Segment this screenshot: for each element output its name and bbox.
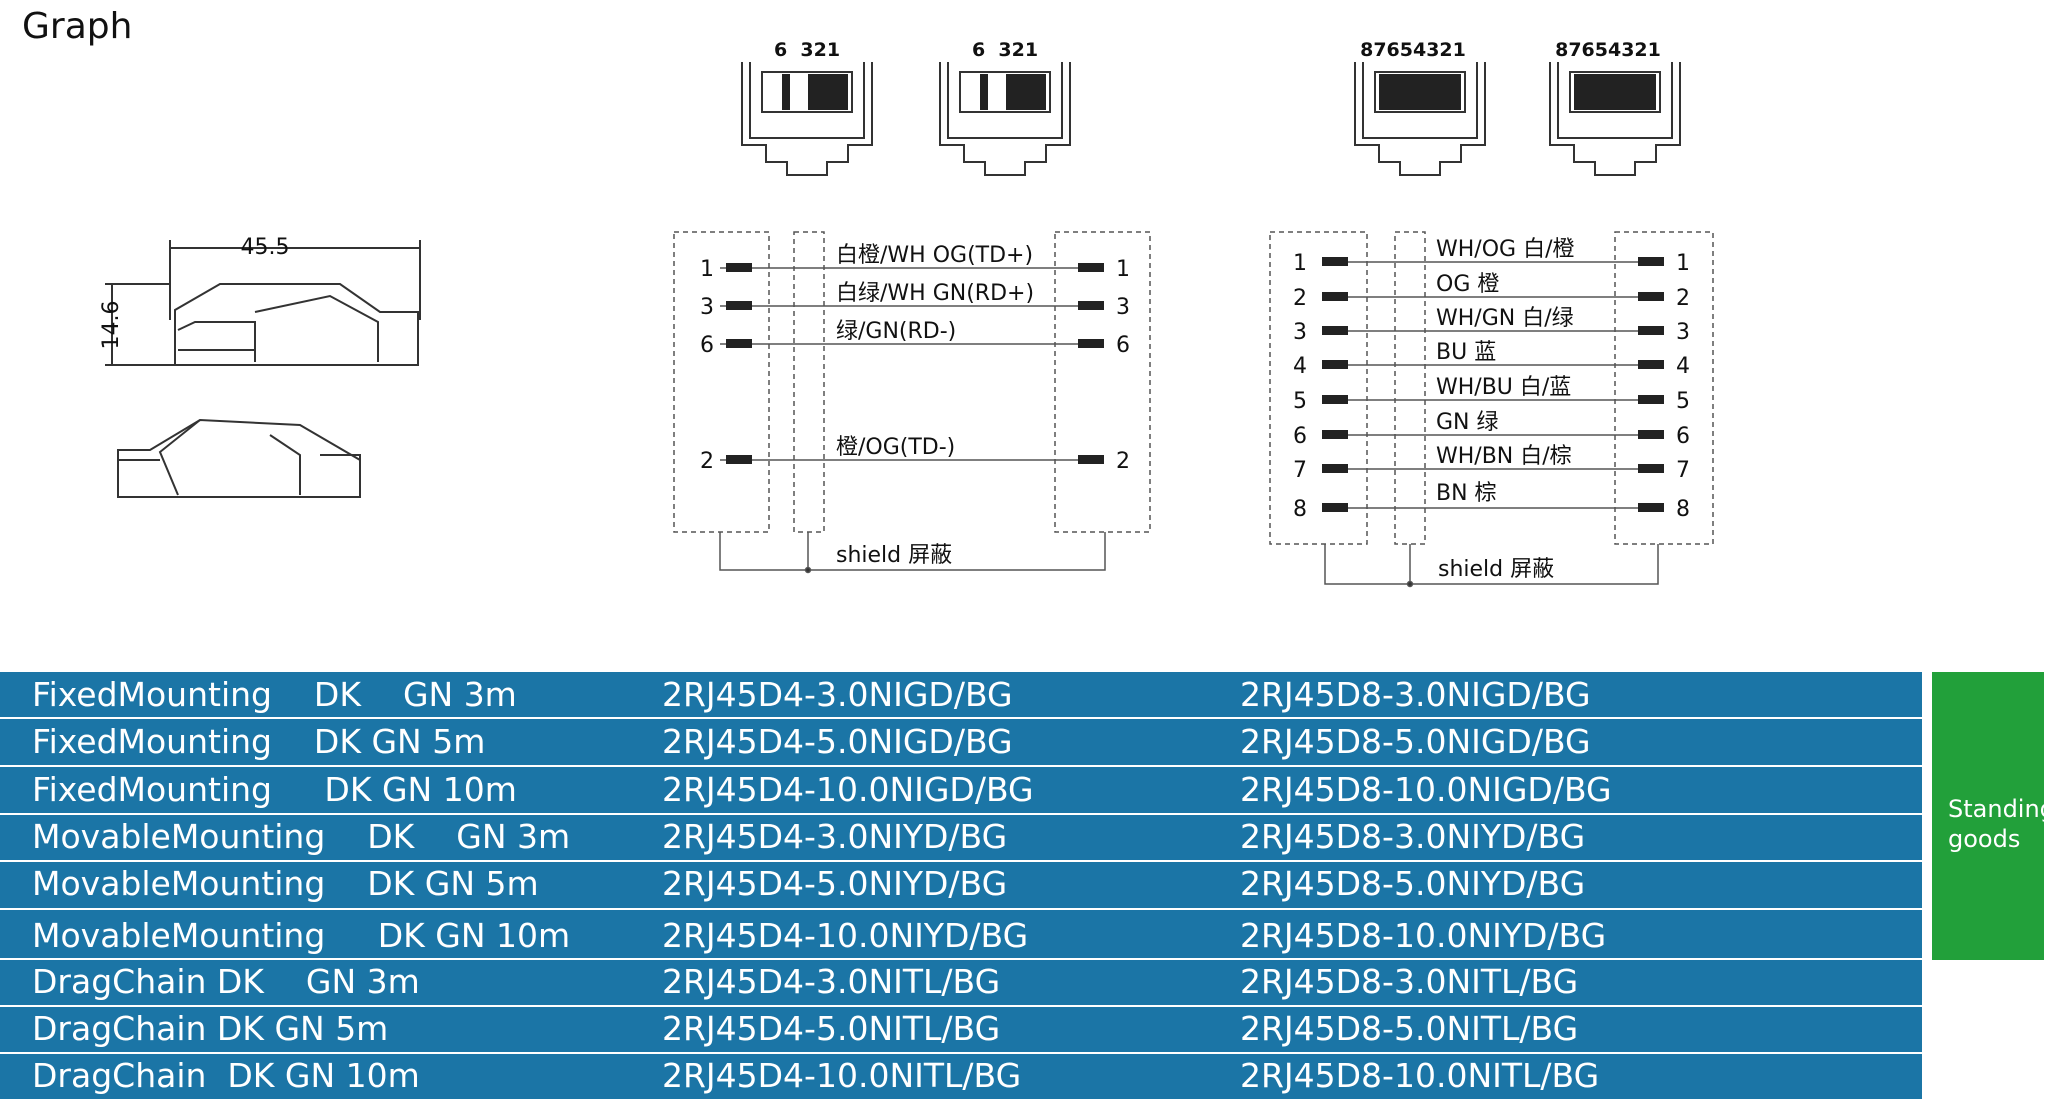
cell-d4-code: 2RJ45D4-5.0NIGD/BG	[662, 722, 1013, 761]
page-title: Graph	[22, 6, 133, 47]
cell-d8-code: 2RJ45D8-5.0NIYD/BG	[1240, 864, 1586, 903]
cell-d8-code: 2RJ45D8-5.0NITL/BG	[1240, 1009, 1579, 1048]
connector-label: 6 321	[972, 39, 1038, 61]
table-row: FixedMounting DK GN 10m 2RJ45D4-10.0NIGD…	[0, 767, 1922, 813]
wire-label: GN 绿	[1436, 410, 1499, 435]
wire-label: WH/OG 白/橙	[1436, 237, 1574, 262]
wire-label: 白橙/WH OG(TD+)	[836, 243, 1033, 268]
cell-d4-code: 2RJ45D4-3.0NIYD/BG	[662, 817, 1008, 856]
wire-label: 橙/OG(TD-)	[836, 435, 955, 460]
cell-description: FixedMounting DK GN 10m	[32, 770, 517, 809]
cell-description: DragChain DK GN 10m	[32, 1056, 420, 1095]
cell-description: MovableMounting DK GN 10m	[32, 916, 571, 955]
wiring-d8	[1269, 231, 1714, 588]
cell-d8-code: 2RJ45D8-10.0NIYD/BG	[1240, 916, 1607, 955]
pin-label: 3	[1676, 320, 1690, 345]
pin-label: 5	[1676, 389, 1690, 414]
table-row: FixedMounting DK GN 5m 2RJ45D4-5.0NIGD/B…	[0, 719, 1922, 765]
shield-label: shield 屏蔽	[836, 543, 952, 568]
pin-label: 1	[1116, 257, 1130, 282]
pin-label: 1	[1293, 251, 1307, 276]
cell-d4-code: 2RJ45D4-5.0NIYD/BG	[662, 864, 1008, 903]
pin-label: 3	[1116, 295, 1130, 320]
connector-label: 87654321	[1360, 39, 1466, 61]
table-row: DragChain DK GN 10m 2RJ45D4-10.0NITL/BG …	[0, 1054, 1922, 1099]
wiring-d4-pin-bars	[726, 263, 1104, 464]
connector-label: 6 321	[774, 39, 840, 61]
cell-description: DragChain DK GN 5m	[32, 1009, 389, 1048]
pin-label: 4	[1676, 354, 1690, 379]
cell-d8-code: 2RJ45D8-10.0NITL/BG	[1240, 1056, 1600, 1095]
table-row: DragChain DK GN 3m 2RJ45D4-3.0NITL/BG 2R…	[0, 960, 1922, 1005]
connector-face-views	[741, 62, 1681, 176]
shield-label: shield 屏蔽	[1438, 557, 1554, 582]
cell-d8-code: 2RJ45D8-3.0NIYD/BG	[1240, 817, 1586, 856]
wire-label: BN 棕	[1436, 481, 1497, 506]
cell-d4-code: 2RJ45D4-3.0NIGD/BG	[662, 675, 1013, 714]
cell-description: MovableMounting DK GN 3m	[32, 817, 571, 856]
cell-d4-code: 2RJ45D4-5.0NITL/BG	[662, 1009, 1001, 1048]
wire-label: WH/GN 白/绿	[1436, 306, 1574, 331]
table-row: MovableMounting DK GN 3m 2RJ45D4-3.0NIYD…	[0, 815, 1922, 860]
pin-label: 6	[1293, 424, 1307, 449]
pin-label: 8	[1676, 497, 1690, 522]
cell-description: DragChain DK GN 3m	[32, 962, 420, 1001]
wire-label: WH/BU 白/蓝	[1436, 375, 1571, 400]
table-row: MovableMounting DK GN 10m 2RJ45D4-10.0NI…	[0, 910, 1922, 958]
pin-label: 2	[1293, 286, 1307, 311]
pin-label: 2	[1116, 449, 1130, 474]
connector-label: 87654321	[1555, 39, 1661, 61]
pin-label: 2	[700, 449, 714, 474]
dimension-length: 45.5	[241, 235, 290, 260]
wiring-d8-pin-bars	[1322, 257, 1664, 512]
pin-label: 1	[1676, 251, 1690, 276]
pin-label: 6	[1676, 424, 1690, 449]
pin-label: 2	[1676, 286, 1690, 311]
cell-d4-code: 2RJ45D4-10.0NIGD/BG	[662, 770, 1034, 809]
dimension-height: 14.6	[99, 301, 124, 350]
cell-d8-code: 2RJ45D8-3.0NITL/BG	[1240, 962, 1579, 1001]
pin-label: 7	[1293, 458, 1307, 483]
table-row: MovableMounting DK GN 5m 2RJ45D4-5.0NIYD…	[0, 862, 1922, 908]
pin-label: 3	[1293, 320, 1307, 345]
cell-d4-code: 2RJ45D4-10.0NIYD/BG	[662, 916, 1029, 955]
pin-label: 3	[700, 295, 714, 320]
cell-d8-code: 2RJ45D8-10.0NIGD/BG	[1240, 770, 1612, 809]
wire-label: 白绿/WH GN(RD+)	[836, 281, 1034, 306]
pin-label: 1	[700, 257, 714, 282]
cell-d8-code: 2RJ45D8-3.0NIGD/BG	[1240, 675, 1591, 714]
wire-label: BU 蓝	[1436, 340, 1496, 365]
table-row: DragChain DK GN 5m 2RJ45D4-5.0NITL/BG 2R…	[0, 1007, 1922, 1052]
pin-label: 8	[1293, 497, 1307, 522]
wire-label: OG 橙	[1436, 272, 1499, 297]
cell-description: MovableMounting DK GN 5m	[32, 864, 539, 903]
wire-label: 绿/GN(RD-)	[836, 319, 956, 344]
cell-d4-code: 2RJ45D4-3.0NITL/BG	[662, 962, 1001, 1001]
pin-label: 5	[1293, 389, 1307, 414]
pin-label: 6	[700, 333, 714, 358]
pin-label: 7	[1676, 458, 1690, 483]
cell-description: FixedMounting DK GN 5m	[32, 722, 486, 761]
pin-label: 4	[1293, 354, 1307, 379]
cell-d8-code: 2RJ45D8-5.0NIGD/BG	[1240, 722, 1591, 761]
wire-label: WH/BN 白/棕	[1436, 444, 1572, 469]
cell-d4-code: 2RJ45D4-10.0NITL/BG	[662, 1056, 1022, 1095]
connector-side-view	[105, 240, 421, 498]
wiring-d4	[673, 231, 1151, 574]
table-row: FixedMounting DK GN 3m 2RJ45D4-3.0NIGD/B…	[0, 672, 1922, 717]
pin-label: 6	[1116, 333, 1130, 358]
wiring-drawing: 45.5 14.6 6 321 6	[99, 39, 1714, 588]
cell-description: FixedMounting DK GN 3m	[32, 675, 517, 714]
